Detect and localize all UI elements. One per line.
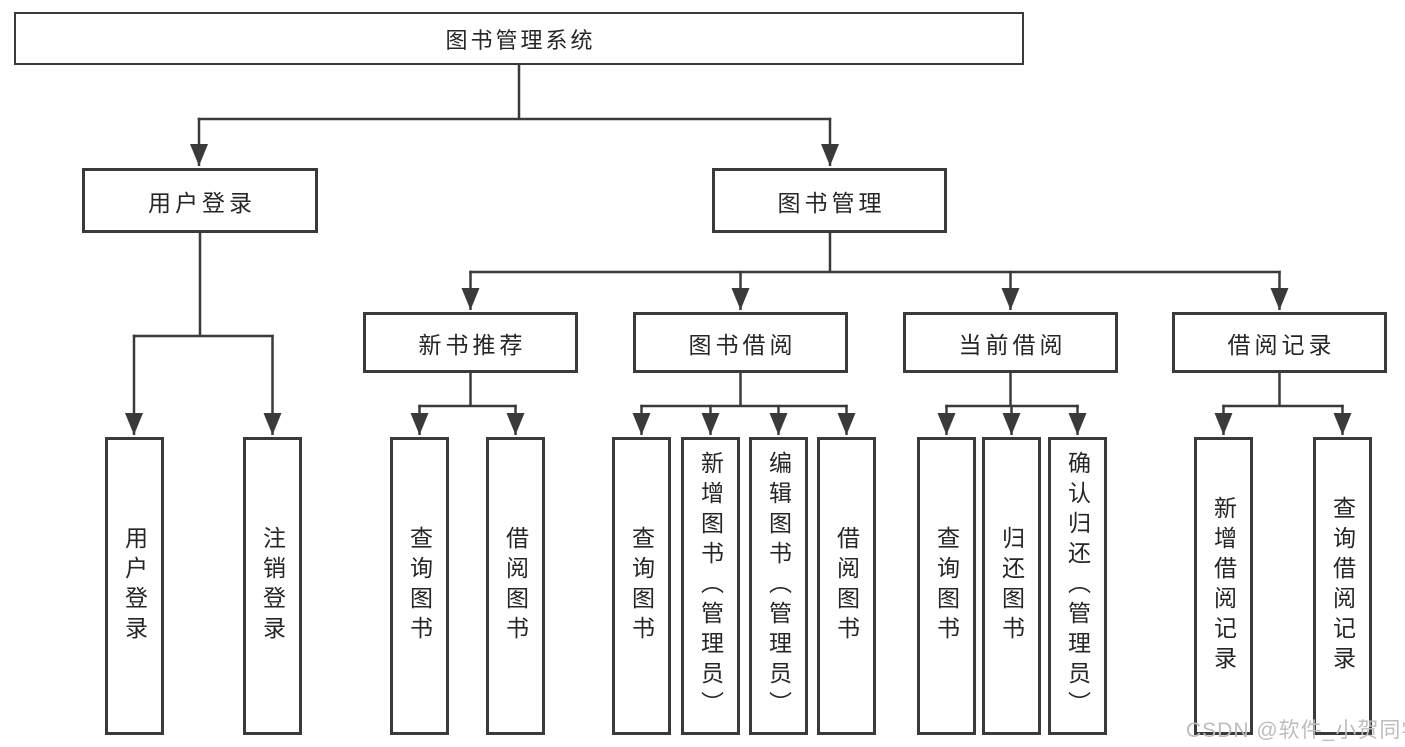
node-label: 查询图书 bbox=[628, 526, 655, 646]
node-borrow-records: 借阅记录 bbox=[1172, 312, 1387, 373]
leaf-query-books-current-borrow: 查询图书 bbox=[917, 437, 976, 735]
leaf-user-login: 用户登录 bbox=[105, 437, 164, 735]
leaf-confirm-return-admin: 确认归还（管理员） bbox=[1048, 437, 1107, 735]
node-label: 用户登录 bbox=[148, 189, 256, 216]
leaf-add-books-admin: 新增图书（管理员） bbox=[681, 437, 740, 735]
node-label: 查询图书 bbox=[406, 526, 433, 646]
node-label: 新书推荐 bbox=[418, 331, 527, 358]
leaf-borrow-books-new-book: 借阅图书 bbox=[486, 437, 545, 735]
leaf-borrow-books-book-borrow: 借阅图书 bbox=[817, 437, 876, 735]
leaf-edit-books-admin: 编辑图书（管理员） bbox=[749, 437, 808, 735]
leaf-query-books-new-book: 查询图书 bbox=[390, 437, 449, 735]
node-label: 新增图书（管理员） bbox=[697, 451, 724, 721]
node-library-management-system: 图书管理系统 bbox=[14, 12, 1024, 65]
node-label: 图书管理系统 bbox=[445, 27, 596, 53]
node-book-borrow: 图书借阅 bbox=[633, 312, 848, 373]
node-label: 借阅图书 bbox=[502, 526, 529, 646]
node-label: 借阅图书 bbox=[833, 526, 860, 646]
leaf-query-borrow-record: 查询借阅记录 bbox=[1313, 437, 1372, 735]
node-label: 图书借阅 bbox=[688, 331, 797, 358]
node-current-borrow: 当前借阅 bbox=[903, 312, 1118, 373]
node-label: 归还图书 bbox=[998, 526, 1025, 646]
node-book-management: 图书管理 bbox=[712, 168, 947, 233]
node-label: 当前借阅 bbox=[958, 331, 1067, 358]
leaf-query-books-book-borrow: 查询图书 bbox=[612, 437, 671, 735]
node-label: 注销登录 bbox=[259, 526, 286, 646]
node-new-book-recommend: 新书推荐 bbox=[363, 312, 578, 373]
leaf-logout: 注销登录 bbox=[243, 437, 302, 735]
node-label: 确认归还（管理员） bbox=[1064, 451, 1091, 721]
node-label: 新增借阅记录 bbox=[1210, 496, 1237, 676]
node-label: 借阅记录 bbox=[1227, 331, 1336, 358]
node-label: 用户登录 bbox=[121, 526, 148, 646]
leaf-add-borrow-record: 新增借阅记录 bbox=[1194, 437, 1253, 735]
node-label: 查询图书 bbox=[933, 526, 960, 646]
node-user-login: 用户登录 bbox=[82, 168, 318, 233]
node-label: 图书管理 bbox=[777, 189, 886, 216]
csdn-watermark: CSDN @软件_小贺同学 bbox=[1186, 719, 1405, 742]
leaf-return-books: 归还图书 bbox=[982, 437, 1041, 735]
node-label: 编辑图书（管理员） bbox=[765, 451, 792, 721]
node-label: 查询借阅记录 bbox=[1329, 496, 1356, 676]
